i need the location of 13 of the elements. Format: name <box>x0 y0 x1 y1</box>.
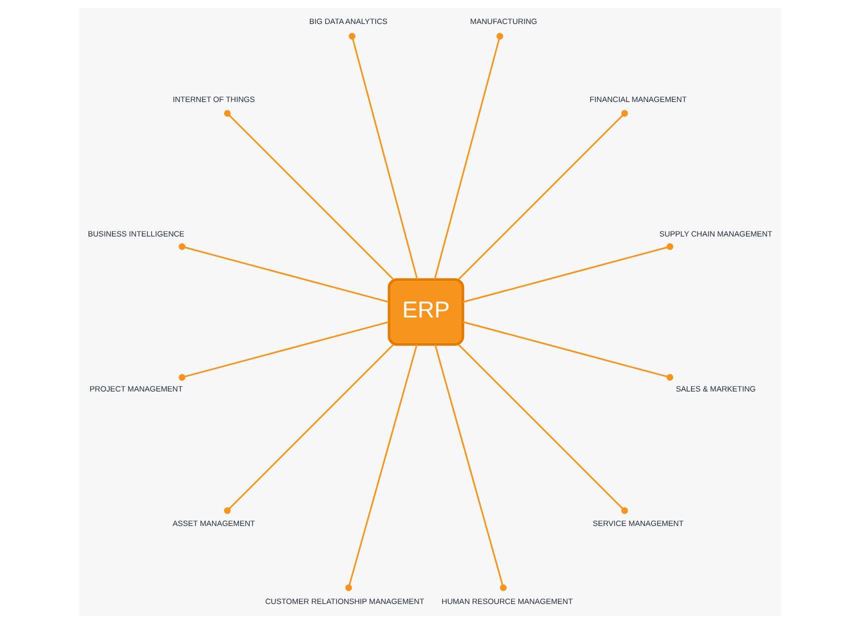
node-box: ERP <box>388 278 464 346</box>
connector <box>458 110 628 280</box>
connector <box>345 344 418 592</box>
connector <box>458 344 628 514</box>
connector <box>224 110 394 280</box>
connector <box>462 321 674 381</box>
connector <box>462 243 674 303</box>
connector <box>178 243 390 303</box>
connector <box>178 321 390 381</box>
connector <box>434 32 504 280</box>
connector <box>224 344 394 514</box>
connector <box>348 32 418 280</box>
connector <box>434 344 507 592</box>
